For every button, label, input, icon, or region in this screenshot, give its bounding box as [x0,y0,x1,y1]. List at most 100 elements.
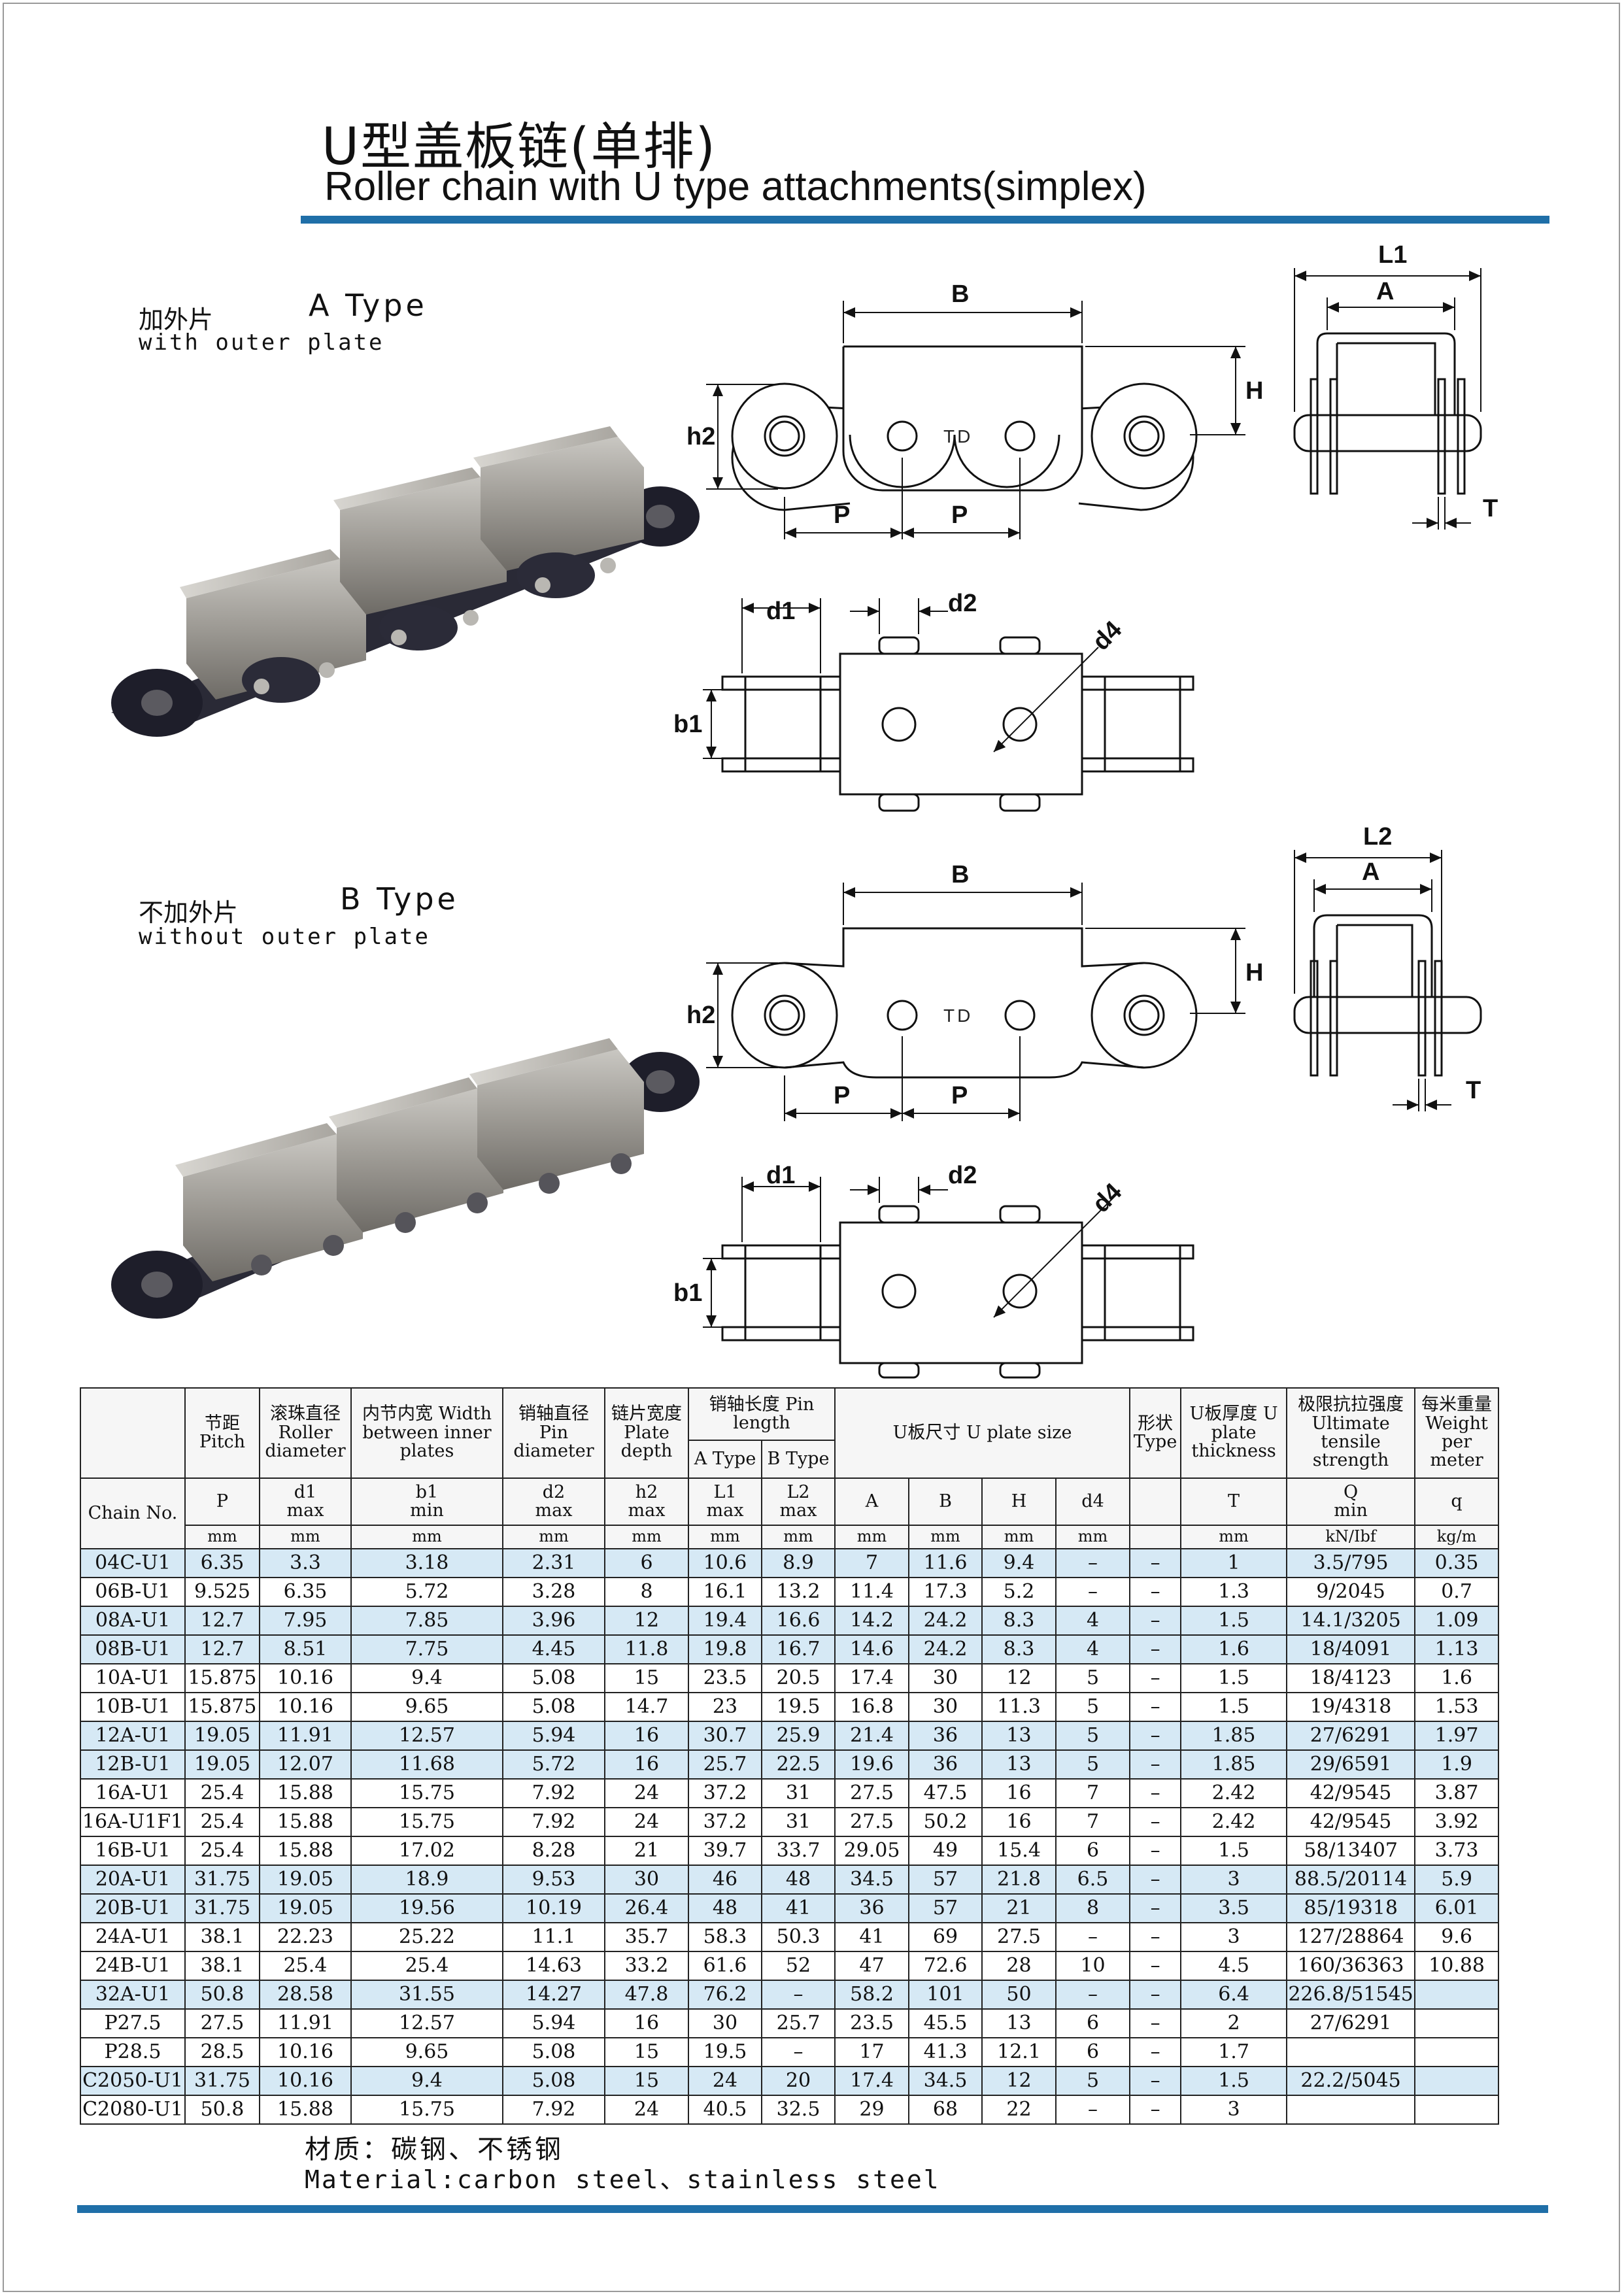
table-cell: 33.7 [760,1836,836,1866]
header-chain-no: Chain No. [80,1477,186,1549]
table-cell: 8 [1055,1893,1131,1923]
table-cell: 42/9545 [1286,1778,1416,1808]
table-cell: – [1129,2008,1182,2038]
table-cell: 160/36363 [1286,1951,1416,1981]
table-cell: 35.7 [604,1922,689,1952]
table-cell: 3.28 [502,1577,605,1607]
header-u-plate: U板尺寸 U plate size [834,1387,1131,1479]
table-cell: 37.2 [688,1807,762,1837]
table-cell: 28.5 [184,2037,260,2067]
table-cell: 39.7 [688,1836,762,1866]
table-cell: 14.63 [502,1951,605,1981]
table-cell: 10.16 [259,1692,352,1722]
table-cell: 20 [760,2066,836,2096]
table-cell: – [1129,2095,1182,2125]
table-cell: 31.75 [184,1865,260,1895]
table-cell: 1.7 [1180,2037,1288,2067]
table-cell: – [1129,1692,1182,1722]
table-cell: 25.7 [760,2008,836,2038]
symbol-cell [1129,1477,1182,1526]
chain-photo-a [111,426,700,737]
table-cell: 5.72 [502,1749,605,1780]
label-td-a: TD [943,426,973,447]
table-cell: 1.5 [1180,1836,1288,1866]
table-cell: 19.6 [834,1749,910,1780]
table-cell: 1.5 [1180,1606,1288,1636]
unit-cell: mm [259,1525,352,1549]
table-cell: 9/2045 [1286,1577,1416,1607]
table-cell: 10.19 [502,1893,605,1923]
table-cell: 28.58 [259,1980,352,2010]
table-cell: 46 [688,1865,762,1895]
table-cell [1414,2066,1500,2096]
table-cell: – [1055,1980,1131,2010]
table-cell: – [1129,1922,1182,1952]
label-td-b: TD [943,1005,973,1026]
chain-no-cell: 08A-U1 [80,1606,186,1636]
table-cell: 38.1 [184,1951,260,1981]
table-cell: 16.6 [760,1606,836,1636]
chain-no-cell: 10A-U1 [80,1663,186,1693]
table-cell [1414,2095,1500,2125]
table-cell: 24 [688,2066,762,2096]
unit-cell: mm [1180,1525,1288,1549]
label-b1-b: b1 [673,1279,702,1307]
table-cell: 21 [604,1836,689,1866]
table-cell: 1.5 [1180,1663,1288,1693]
table-cell: 31.55 [350,1980,503,2010]
table-cell: 58.2 [834,1980,910,2010]
table-cell: 8 [604,1577,689,1607]
table-cell: 12.7 [184,1606,260,1636]
table-cell: 12.1 [981,2037,1057,2067]
table-cell: 52 [760,1951,836,1981]
table-cell: 6 [604,1548,689,1578]
table-cell: 8.3 [981,1606,1057,1636]
table-cell: 15.88 [259,1807,352,1837]
table-cell: 10 [1055,1951,1131,1981]
table-cell: 5.08 [502,1692,605,1722]
table-cell: – [1129,1951,1182,1981]
table-cell: 23.5 [834,2008,910,2038]
table-cell: 7 [1055,1807,1131,1837]
table-cell: 48 [688,1893,762,1923]
table-cell: 15 [604,1663,689,1693]
table-cell: 41 [834,1922,910,1952]
table-cell: 5.94 [502,1721,605,1751]
table-cell: 1 [1180,1548,1288,1578]
table-cell: 48 [760,1865,836,1895]
table-cell: 1.6 [1180,1634,1288,1664]
table-cell: 0.35 [1414,1548,1500,1578]
table-cell: 6 [1055,1836,1131,1866]
label-d2-a: d2 [948,590,977,617]
table-cell: 6.01 [1414,1893,1500,1923]
label-d1-b: d1 [766,1162,795,1189]
table-cell: 50.8 [184,2095,260,2125]
table-cell: 5 [1055,1663,1131,1693]
label-h2-b: h2 [686,1002,715,1029]
symbol-cell: L1 max [688,1477,762,1526]
table-cell: – [1129,1663,1182,1693]
table-cell: 3.73 [1414,1836,1500,1866]
table-cell: 1.3 [1180,1577,1288,1607]
table-cell [1414,2037,1500,2067]
chain-no-cell: 32A-U1 [80,1980,186,2010]
table-cell: 11.1 [502,1922,605,1952]
table-cell: 16 [981,1778,1057,1808]
table-cell: 7.85 [350,1606,503,1636]
table-cell: 1.5 [1180,1692,1288,1722]
label-A-b: A [1362,858,1379,886]
table-cell: 15 [604,2066,689,2096]
unit-cell: mm [502,1525,605,1549]
table-cell: 10.16 [259,2066,352,2096]
table-cell: 16 [604,1721,689,1751]
table-cell: 5 [1055,2066,1131,2096]
table-cell: 19.05 [184,1749,260,1780]
table-cell: 1.09 [1414,1606,1500,1636]
header-roller: 滚珠直径 Roller diameter [259,1387,352,1479]
label-P1-b: P [834,1082,850,1109]
table-cell: 1.9 [1414,1749,1500,1780]
table-cell: – [1129,1778,1182,1808]
